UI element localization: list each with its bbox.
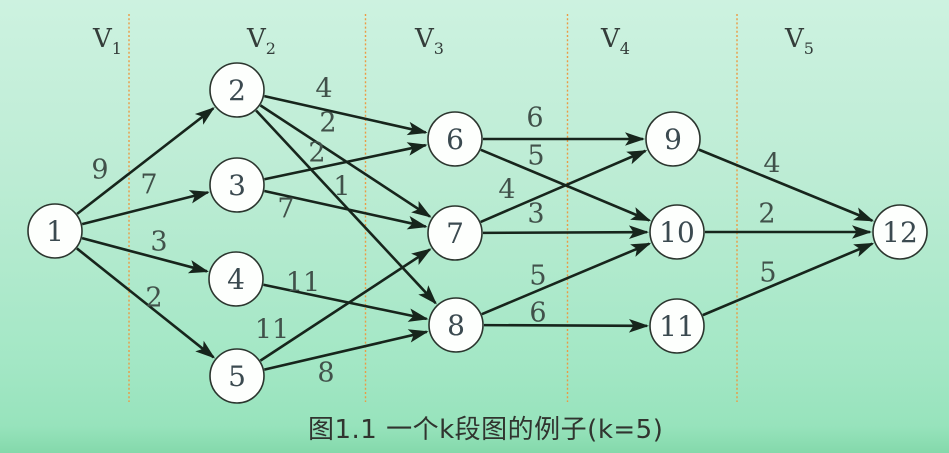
graph-edge-8-11 — [483, 318, 650, 333]
graph-edge-2-8 — [255, 109, 437, 305]
edge-weight-7-10: 3 — [527, 198, 544, 229]
graph-edge-9-12 — [698, 148, 875, 222]
edge-weight-1-5: 2 — [145, 282, 162, 313]
graph-node-label-3: 3 — [228, 169, 246, 202]
graph-node-label-11: 11 — [659, 310, 695, 343]
edge-weight-9-12: 4 — [763, 148, 780, 179]
figure-caption: 图1.1 一个k段图的例子(k=5) — [308, 415, 664, 445]
graph-node-label-5: 5 — [228, 360, 246, 393]
edge-weight-6-10: 5 — [527, 140, 544, 171]
graph-edge-8-10 — [481, 242, 652, 316]
edge-weight-3-6: 2 — [308, 137, 325, 168]
edge-weight-8-10: 5 — [529, 260, 546, 291]
graph-edge-1-2 — [76, 107, 215, 215]
graph-edge-11-12 — [702, 242, 875, 317]
graph-edge-1-4 — [81, 236, 209, 274]
graph-node-1 — [27, 203, 83, 259]
graph-edge-1-3 — [81, 190, 210, 226]
graph-node-label-8: 8 — [447, 309, 465, 342]
graph-node-5 — [209, 348, 265, 404]
edge-weight-6-9: 6 — [526, 102, 543, 133]
graph-node-8 — [428, 297, 484, 353]
graph-node-2 — [209, 62, 265, 118]
edge-weight-5-7: 11 — [255, 314, 289, 345]
edge-weight-8-11: 6 — [529, 297, 546, 328]
edge-weight-2-6: 4 — [315, 73, 332, 104]
graph-edge-5-8 — [263, 329, 429, 371]
graph-node-11 — [649, 298, 705, 354]
graph-node-9 — [645, 111, 701, 167]
edge-weight-3-7: 7 — [277, 193, 294, 224]
graph-node-label-2: 2 — [228, 74, 246, 107]
stage-label: V3 — [414, 24, 444, 58]
graph-edge-7-9 — [480, 149, 648, 224]
graph-node-label-7: 7 — [446, 217, 464, 250]
graph-node-12 — [872, 204, 928, 260]
graph-edge-5-7 — [259, 248, 432, 362]
graph-node-label-1: 1 — [46, 215, 64, 248]
graph-edge-7-10 — [482, 225, 650, 240]
graph-node-4 — [208, 251, 264, 307]
edge-weight-7-9: 4 — [498, 174, 515, 205]
edge-weight-1-3: 7 — [140, 169, 157, 200]
graph-node-label-4: 4 — [227, 263, 245, 296]
graph-node-6 — [427, 111, 483, 167]
edge-weight-10-12: 2 — [758, 198, 775, 229]
graph-node-label-9: 9 — [664, 123, 682, 156]
graph-edge-1-5 — [76, 247, 216, 359]
graph-node-label-12: 12 — [882, 216, 918, 249]
graph-node-10 — [649, 204, 705, 260]
edge-weight-5-8: 8 — [317, 357, 334, 388]
graph-edge-3-6 — [264, 142, 428, 181]
edge-weight-1-4: 3 — [150, 226, 167, 257]
stage-label: V4 — [600, 24, 630, 58]
edge-weight-11-12: 5 — [759, 257, 776, 288]
edge-weight-2-7: 2 — [319, 107, 336, 138]
edge-weight-1-2: 9 — [91, 154, 108, 185]
graph-node-label-6: 6 — [446, 123, 464, 156]
graph-edge-4-8 — [263, 283, 429, 322]
edge-weight-2-8: 1 — [333, 171, 350, 202]
stage-label: V5 — [784, 24, 814, 58]
graph-edge-2-6 — [264, 94, 428, 136]
graph-node-7 — [427, 205, 483, 261]
graph-node-3 — [209, 157, 265, 213]
edge-weight-4-8: 11 — [286, 267, 320, 298]
stage-label: V1 — [92, 24, 122, 58]
stage-label: V2 — [246, 24, 276, 58]
graph-edge-3-7 — [264, 189, 428, 230]
graph-node-label-10: 10 — [659, 216, 695, 249]
